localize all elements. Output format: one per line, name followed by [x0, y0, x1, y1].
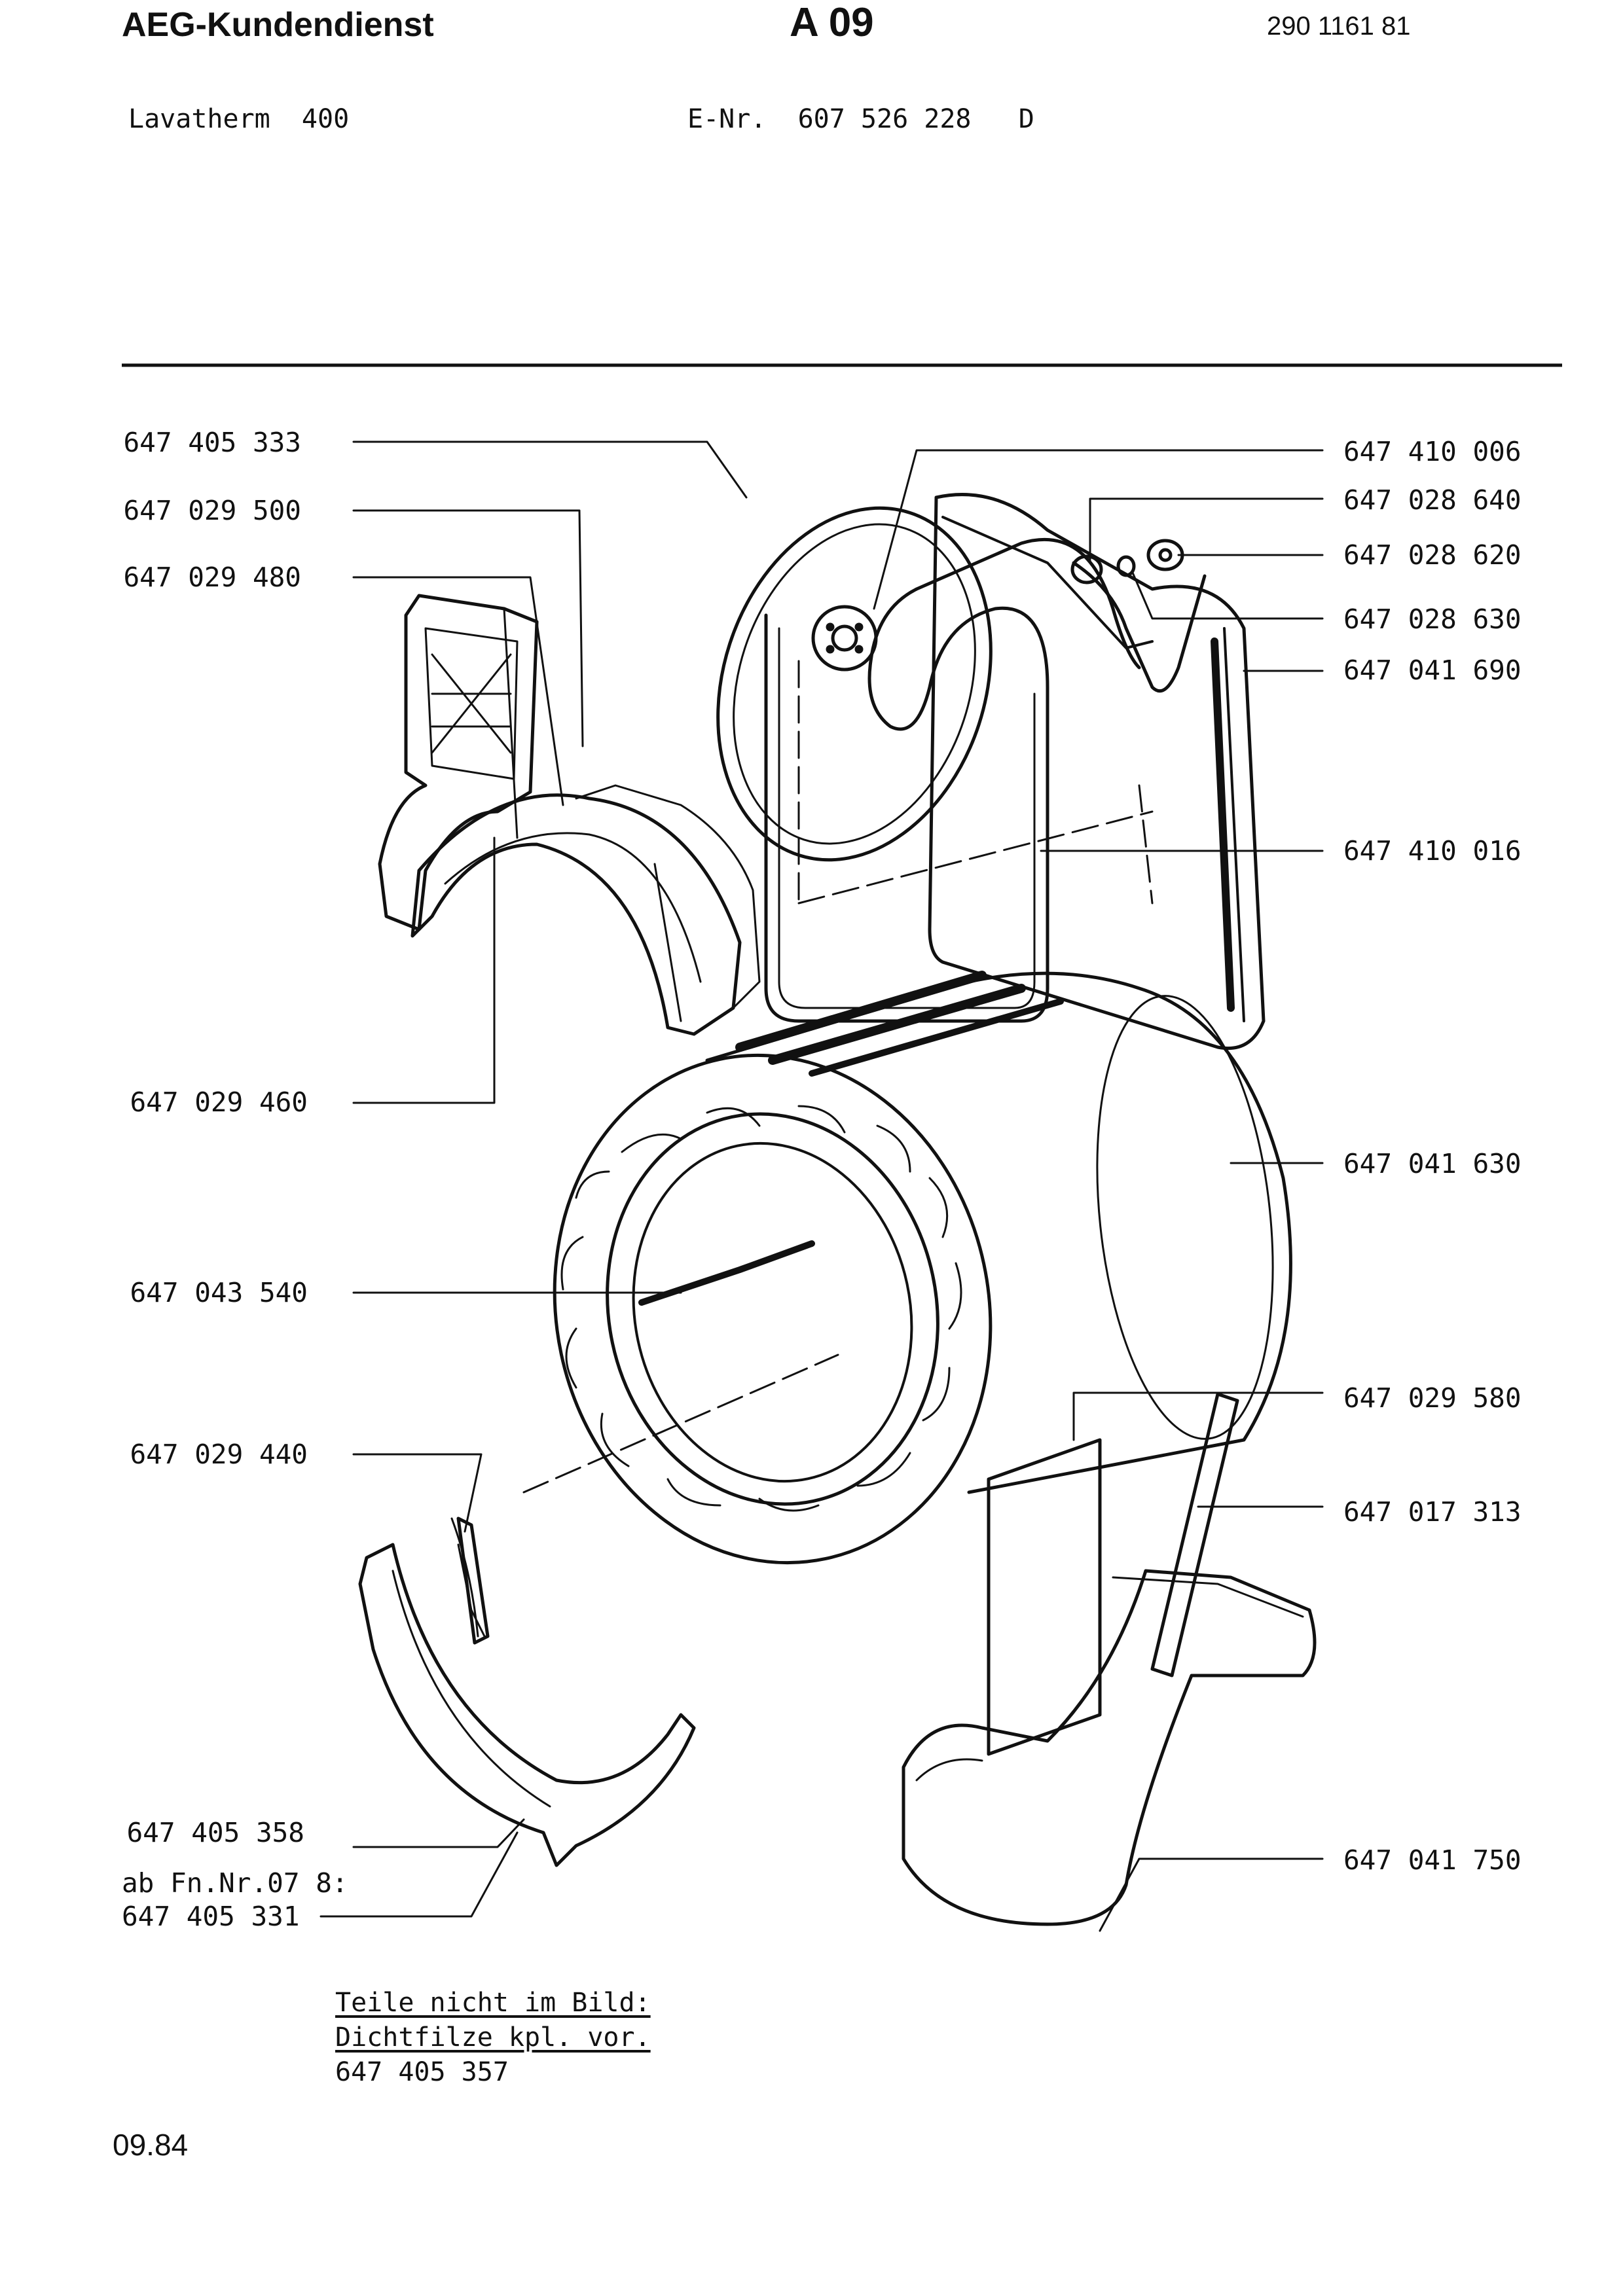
part-number-left: 647 405 331 — [122, 1901, 300, 1932]
drum-front-ring — [553, 1053, 993, 1565]
leader-lines-right — [873, 449, 1324, 1932]
part-number-right: 647 410 006 — [1343, 436, 1522, 467]
part-number-left: 647 029 500 — [123, 495, 301, 526]
part-number-right: 647 029 580 — [1343, 1382, 1522, 1414]
part-number-left: 647 029 440 — [130, 1439, 308, 1470]
note-part-number: 647 405 357 — [335, 2057, 509, 2087]
bearing-flange — [811, 605, 878, 672]
brand-title: AEG-Kundendienst — [122, 6, 434, 44]
note-line: Dichtfilze kpl. vor. — [335, 2022, 651, 2053]
part-number-right: 647 410 016 — [1343, 835, 1522, 867]
document-number: 290 1161 81 — [1267, 12, 1411, 41]
support-bracket — [1150, 1392, 1239, 1677]
page-code: A 09 — [790, 0, 874, 45]
part-number-left: 647 043 540 — [130, 1277, 308, 1308]
heater-element — [764, 537, 1207, 1023]
part-number-right: 647 028 630 — [1343, 603, 1522, 635]
washers — [1070, 539, 1184, 584]
serial-range-note: ab Fn.Nr.07 8: — [122, 1867, 348, 1899]
part-number-right: 647 028 620 — [1343, 539, 1522, 571]
front-arch — [410, 784, 761, 1036]
part-number-right: 647 017 313 — [1343, 1496, 1522, 1528]
part-number-left: 647 029 460 — [130, 1086, 308, 1118]
e-number: E-Nr. 607 526 228 D — [687, 104, 1034, 134]
part-number-right: 647 041 630 — [1343, 1148, 1522, 1179]
axis-lines — [522, 660, 1154, 1494]
leader-lines-left — [319, 440, 748, 1918]
part-number-right: 647 028 640 — [1343, 484, 1522, 516]
part-number-right: 647 041 690 — [1343, 655, 1522, 686]
seal-strip — [456, 1516, 490, 1645]
issue-date: 09.84 — [113, 2128, 189, 2162]
part-number-left: 647 029 480 — [123, 562, 301, 593]
rear-drum-ring — [716, 506, 993, 862]
model-name: Lavatherm 400 — [128, 104, 350, 134]
rear-bulkhead-panel — [928, 493, 1266, 1050]
part-number-left: 647 405 358 — [126, 1817, 304, 1848]
part-number-right: 647 041 750 — [1343, 1844, 1522, 1876]
drum — [705, 971, 1292, 1494]
note-heading: Teile nicht im Bild: — [335, 1988, 651, 2018]
filter-plate — [987, 1438, 1102, 1756]
air-duct — [902, 1569, 1317, 1926]
front-bearing-frame — [378, 594, 539, 931]
lower-front-arch — [358, 1517, 696, 1867]
part-number-left: 647 405 333 — [123, 427, 301, 458]
